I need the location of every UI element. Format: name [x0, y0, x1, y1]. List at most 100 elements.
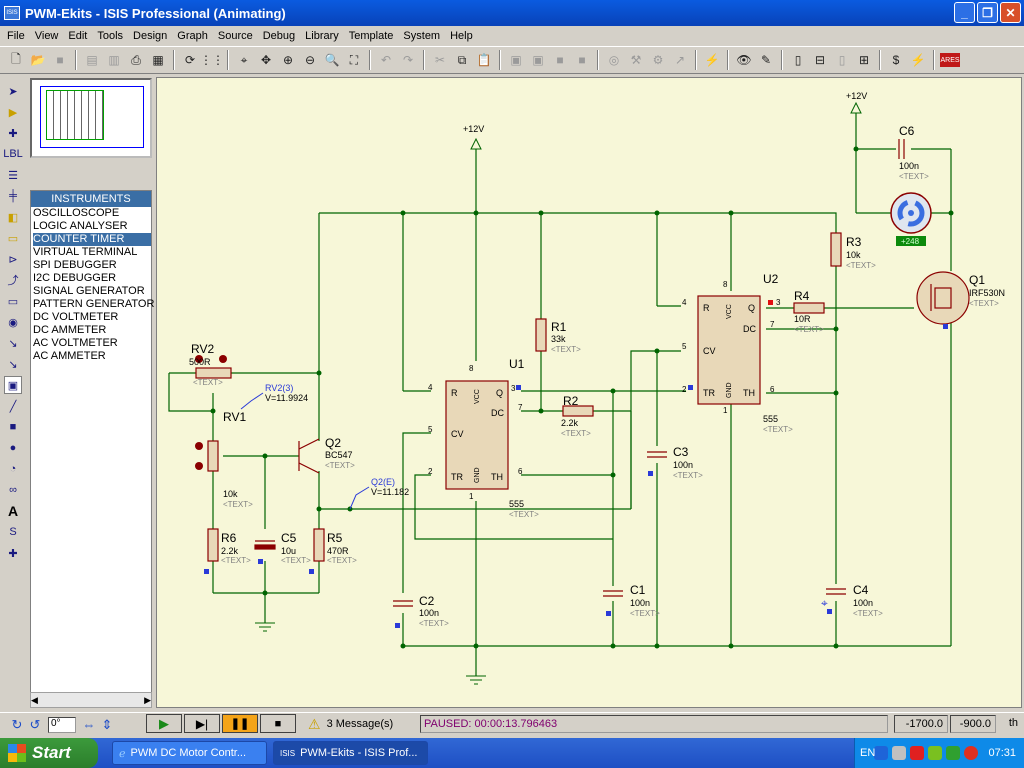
- electrical-check-icon[interactable]: ⚡: [910, 53, 926, 67]
- scroll-right-icon[interactable]: ▶: [144, 694, 151, 705]
- menu-system[interactable]: System: [403, 29, 441, 42]
- menu-debug[interactable]: Debug: [262, 29, 296, 42]
- scroll-left-icon[interactable]: ◀: [31, 694, 38, 705]
- overview-window[interactable]: [30, 78, 152, 158]
- block-copy-icon[interactable]: ▣: [510, 53, 522, 67]
- junction-dot-icon[interactable]: ✚: [8, 127, 18, 140]
- zoom-out-icon[interactable]: ⊖: [304, 53, 316, 67]
- schematic-canvas[interactable]: +12V +12V: [156, 77, 1022, 708]
- block-rotate-icon[interactable]: ■: [556, 53, 564, 67]
- buses-icon[interactable]: ╪: [9, 190, 17, 202]
- paste-icon[interactable]: 📋: [476, 53, 492, 67]
- export-icon[interactable]: ▥: [108, 53, 120, 67]
- instrument-item[interactable]: PATTERN GENERATOR: [33, 298, 155, 310]
- symbol-tool-icon[interactable]: S: [9, 526, 17, 538]
- selector-scrollbar[interactable]: ◀ ▶: [30, 692, 152, 708]
- app-tray-icon[interactable]: [946, 746, 961, 760]
- text-script-icon[interactable]: ☰: [8, 169, 18, 182]
- wire-autorouter-icon[interactable]: ⚡: [704, 53, 720, 67]
- clock[interactable]: 07:31: [988, 747, 1016, 759]
- netlist-ares-icon[interactable]: ARES: [940, 53, 960, 67]
- instrument-item[interactable]: VIRTUAL TERMINAL: [33, 246, 138, 258]
- component-mode-icon[interactable]: ▶: [8, 106, 18, 119]
- box-tool-icon[interactable]: ■: [9, 421, 17, 433]
- make-device-icon[interactable]: ⚒: [630, 53, 642, 67]
- circle-tool-icon[interactable]: ●: [9, 442, 17, 454]
- instrument-item[interactable]: DC AMMETER: [33, 324, 107, 336]
- menu-edit[interactable]: Edit: [68, 29, 88, 42]
- package-tool-icon[interactable]: ⚙: [652, 53, 664, 67]
- help-tray-icon[interactable]: [874, 746, 889, 760]
- new-file-icon[interactable]: 🗋: [11, 51, 21, 66]
- print-icon[interactable]: ⎙: [131, 52, 141, 67]
- instrument-item[interactable]: OSCILLOSCOPE: [33, 207, 120, 219]
- new-sheet-icon[interactable]: ▯: [794, 53, 802, 67]
- menu-help[interactable]: Help: [450, 29, 473, 42]
- save-icon[interactable]: ■: [56, 53, 64, 67]
- pick-device-icon[interactable]: ◎: [608, 53, 620, 67]
- security-tray-icon[interactable]: [910, 746, 925, 760]
- messages-indicator[interactable]: ⚠ 3 Message(s): [308, 714, 416, 734]
- close-button[interactable]: ✕: [1000, 2, 1021, 23]
- wire-label-icon[interactable]: LBL: [3, 148, 23, 160]
- origin-icon[interactable]: ⌖: [240, 52, 248, 67]
- antivirus-tray-icon[interactable]: [928, 746, 943, 760]
- tape-recorder-icon[interactable]: ▭: [7, 295, 19, 308]
- menu-source[interactable]: Source: [217, 29, 253, 42]
- instrument-item[interactable]: LOGIC ANALYSER: [33, 220, 128, 232]
- remove-sheet-icon[interactable]: ⊟: [814, 53, 826, 67]
- redo-icon[interactable]: ↷: [402, 53, 414, 67]
- rotate-anticlockwise-icon[interactable]: ↺: [29, 716, 41, 732]
- network-tray-icon[interactable]: [892, 746, 907, 760]
- grid-icon[interactable]: ⋮⋮: [200, 53, 224, 67]
- menu-template[interactable]: Template: [348, 29, 394, 42]
- ccleaner-tray-icon[interactable]: [964, 746, 979, 760]
- language-indicator[interactable]: EN: [860, 747, 876, 759]
- menu-graph[interactable]: Graph: [177, 29, 208, 42]
- terminals-icon[interactable]: ▭: [7, 232, 19, 245]
- text-tool-icon[interactable]: A: [7, 503, 19, 519]
- zoom-in-icon[interactable]: ⊕: [282, 53, 294, 67]
- bom-icon[interactable]: $: [892, 53, 900, 67]
- step-button[interactable]: ▶|: [184, 714, 220, 733]
- menu-tools[interactable]: Tools: [97, 29, 124, 42]
- menu-view[interactable]: View: [34, 29, 59, 42]
- mirror-x-icon[interactable]: ⇔: [82, 717, 96, 732]
- menu-design[interactable]: Design: [133, 29, 168, 42]
- instrument-item[interactable]: DC VOLTMETER: [33, 311, 119, 323]
- copy-icon[interactable]: ⧉: [457, 52, 467, 67]
- goto-sheet-icon[interactable]: ▯: [838, 53, 846, 67]
- rotation-angle-field[interactable]: 0°: [48, 716, 76, 733]
- block-move-icon[interactable]: ▣: [532, 53, 544, 67]
- instrument-item-selected[interactable]: COUNTER TIMER: [33, 233, 151, 246]
- cut-icon[interactable]: ✂: [434, 53, 446, 67]
- zoom-child-icon[interactable]: ⊞: [858, 53, 870, 67]
- zoom-all-icon[interactable]: 🔍: [324, 53, 340, 67]
- instrument-item[interactable]: SIGNAL GENERATOR: [33, 285, 145, 297]
- pause-button[interactable]: ❚❚: [222, 714, 258, 733]
- voltage-probe-icon[interactable]: ↘: [8, 337, 18, 350]
- graph-mode-icon[interactable]: ⤴: [7, 275, 19, 287]
- mirror-y-icon[interactable]: ⇕: [101, 716, 113, 732]
- device-pins-icon[interactable]: ⊳: [8, 253, 18, 266]
- property-tool-icon[interactable]: ✎: [760, 53, 772, 67]
- line-tool-icon[interactable]: ╱: [9, 400, 17, 413]
- subcircuit-icon[interactable]: ◧: [7, 211, 19, 224]
- menu-file[interactable]: File: [7, 29, 25, 42]
- print-area-icon[interactable]: ▦: [152, 53, 164, 67]
- search-tag-icon[interactable]: 👁: [736, 53, 752, 67]
- import-icon[interactable]: ▤: [86, 53, 98, 67]
- path-tool-icon[interactable]: ∞: [9, 484, 17, 496]
- pan-icon[interactable]: ✥: [260, 53, 272, 67]
- open-folder-icon[interactable]: 📂: [30, 53, 46, 67]
- minimize-button[interactable]: _: [954, 2, 975, 23]
- marker-tool-icon[interactable]: ✚: [8, 547, 18, 560]
- undo-icon[interactable]: ↶: [380, 53, 392, 67]
- block-delete-icon[interactable]: ■: [578, 53, 586, 67]
- menu-library[interactable]: Library: [305, 29, 339, 42]
- zoom-area-icon[interactable]: ⛶: [349, 52, 359, 67]
- rotate-clockwise-icon[interactable]: ↻: [11, 716, 23, 732]
- decompose-icon[interactable]: ↗: [674, 53, 686, 67]
- current-probe-icon[interactable]: ↘: [8, 358, 18, 371]
- restore-button[interactable]: ❐: [977, 2, 998, 23]
